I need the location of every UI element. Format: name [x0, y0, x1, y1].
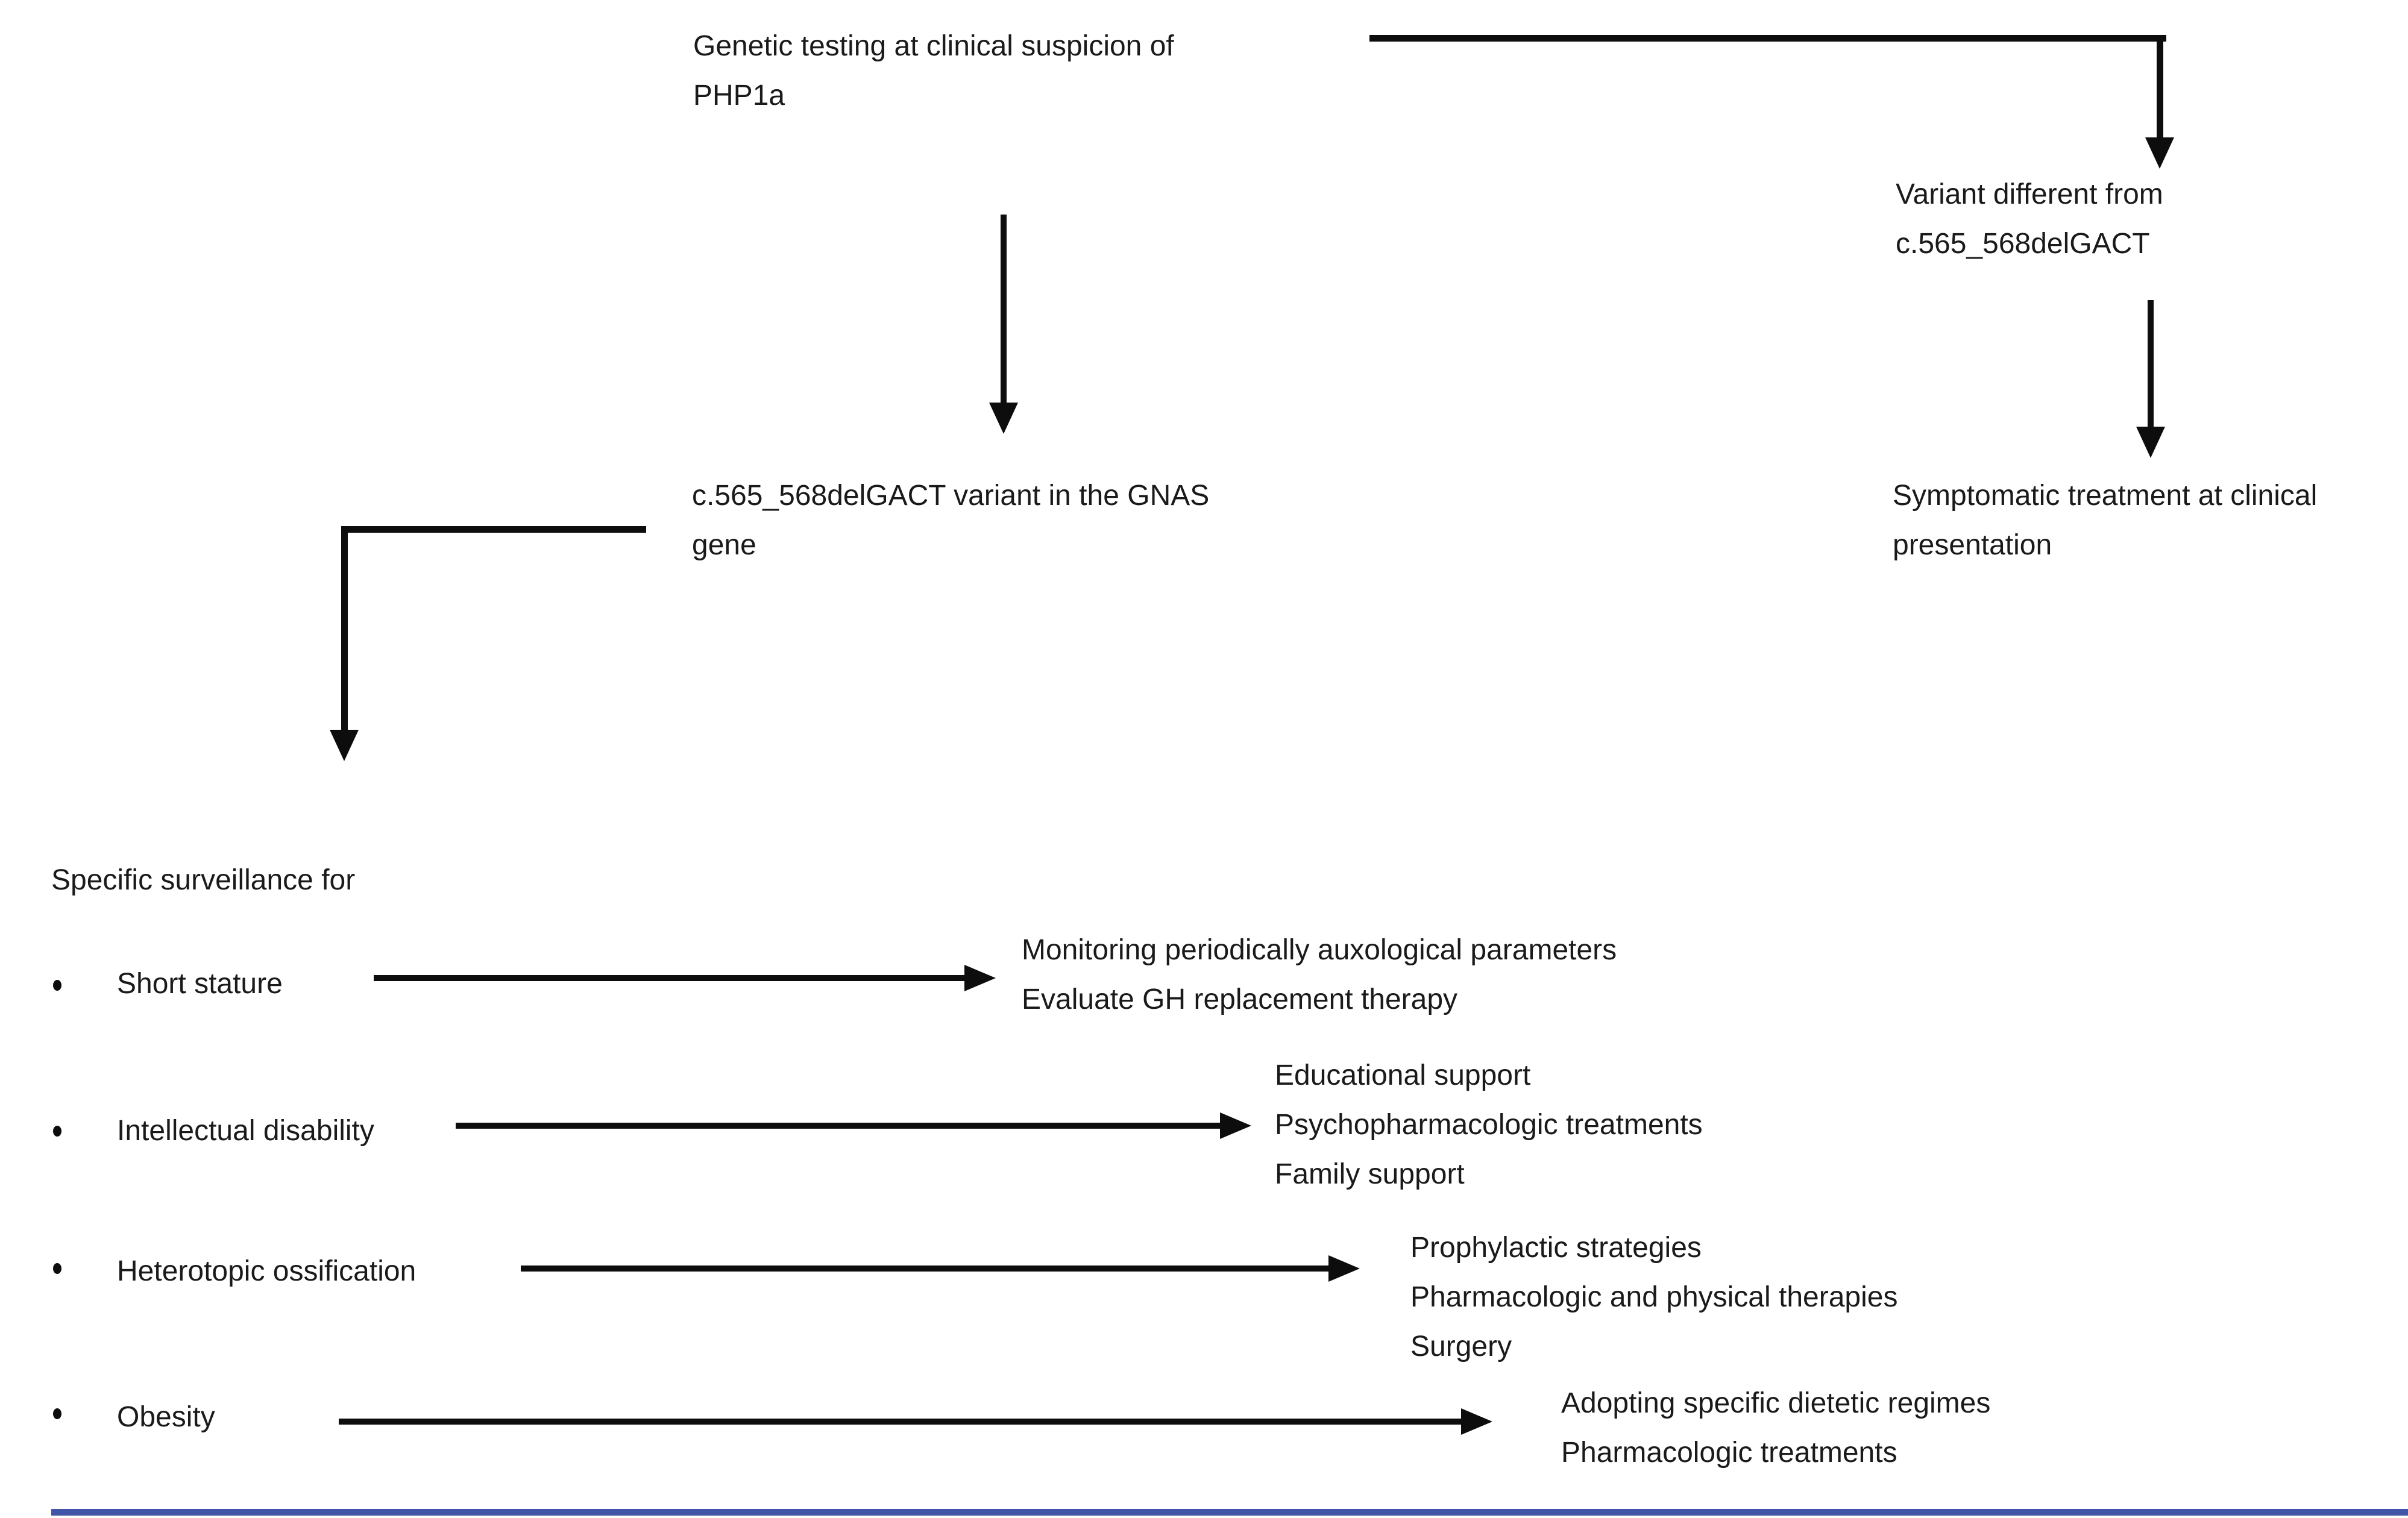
- arrowhead-down-to-symptomatic-icon: [2136, 427, 2165, 458]
- connector-genetic-to-variant-vertical: [2157, 35, 2163, 139]
- node-variant-different-line1: Variant different from: [1896, 178, 2163, 210]
- connector-variant-to-symptomatic: [2148, 300, 2154, 428]
- treatment-line: Surgery: [1410, 1331, 1512, 1363]
- node-c565-variant: c.565_568delGACT variant in the GNAS gen…: [692, 471, 1209, 570]
- node-variant-different: Variant different from c.565_568delGACT: [1896, 170, 2163, 269]
- arrowhead-down-to-surveillance-icon: [330, 730, 359, 761]
- treatment-line: Monitoring periodically auxological para…: [1022, 934, 1617, 966]
- arrowhead-down-to-c565-icon: [989, 403, 1018, 434]
- connector-short-stature-to-treatment: [374, 975, 966, 981]
- treatment-block-short-stature: Monitoring periodically auxological para…: [1022, 926, 1617, 1024]
- bullet-icon: [53, 1263, 61, 1274]
- arrowhead-right-intellectual-disability-icon: [1220, 1112, 1251, 1139]
- arrowhead-right-obesity-icon: [1461, 1408, 1492, 1435]
- connector-obesity-to-treatment: [339, 1419, 1461, 1425]
- surveillance-item-heterotopic-ossification: Heterotopic ossification: [117, 1255, 417, 1287]
- treatment-block-heterotopic-ossification: Prophylactic strategies Pharmacologic an…: [1410, 1223, 1897, 1372]
- arrowhead-right-heterotopic-ossification-icon: [1328, 1255, 1360, 1282]
- treatment-line: Adopting specific dietetic regimes: [1561, 1387, 1991, 1419]
- bullet-icon: [53, 1408, 61, 1419]
- bullet-icon: [53, 1126, 61, 1137]
- treatment-line: Pharmacologic treatments: [1561, 1437, 1897, 1469]
- node-genetic-testing-line1: Genetic testing at clinical suspicion of: [693, 30, 1174, 62]
- connector-genetic-to-c565: [1001, 215, 1007, 404]
- surveillance-item-obesity: Obesity: [117, 1401, 215, 1433]
- treatment-line: Family support: [1275, 1158, 1465, 1190]
- arrowhead-right-short-stature-icon: [964, 965, 996, 991]
- arrowhead-down-to-variant-icon: [2145, 137, 2174, 169]
- connector-heterotopic-ossification-to-treatment: [521, 1266, 1328, 1272]
- node-c565-variant-line2: gene: [692, 529, 756, 561]
- bottom-accent-rule: [51, 1509, 2408, 1516]
- node-symptomatic-treatment-line2: presentation: [1893, 529, 2052, 561]
- node-symptomatic-treatment-line1: Symptomatic treatment at clinical: [1893, 480, 2318, 512]
- treatment-line: Evaluate GH replacement therapy: [1022, 983, 1458, 1015]
- surveillance-item-intellectual-disability: Intellectual disability: [117, 1115, 374, 1147]
- treatment-block-obesity: Adopting specific dietetic regimes Pharm…: [1561, 1379, 1990, 1478]
- connector-genetic-to-variant-horizontal: [1369, 35, 2166, 42]
- connector-c565-to-surveillance-horizontal: [341, 526, 646, 533]
- node-symptomatic-treatment: Symptomatic treatment at clinical presen…: [1893, 471, 2317, 570]
- treatment-line: Prophylactic strategies: [1410, 1232, 1702, 1264]
- treatment-line: Psychopharmacologic treatments: [1275, 1109, 1703, 1141]
- node-genetic-testing: Genetic testing at clinical suspicion of…: [693, 22, 1174, 121]
- treatment-line: Educational support: [1275, 1059, 1531, 1091]
- treatment-line: Pharmacologic and physical therapies: [1410, 1281, 1898, 1313]
- surveillance-item-short-stature: Short stature: [117, 968, 283, 1000]
- connector-intellectual-disability-to-treatment: [456, 1123, 1220, 1129]
- connector-c565-to-surveillance-vertical: [341, 526, 348, 731]
- treatment-block-intellectual-disability: Educational support Psychopharmacologic …: [1275, 1051, 1703, 1199]
- node-c565-variant-line1: c.565_568delGACT variant in the GNAS: [692, 480, 1210, 512]
- node-genetic-testing-line2: PHP1a: [693, 80, 785, 111]
- surveillance-heading: Specific surveillance for: [51, 864, 356, 896]
- bullet-icon: [53, 980, 61, 991]
- node-variant-different-line2: c.565_568delGACT: [1896, 228, 2150, 260]
